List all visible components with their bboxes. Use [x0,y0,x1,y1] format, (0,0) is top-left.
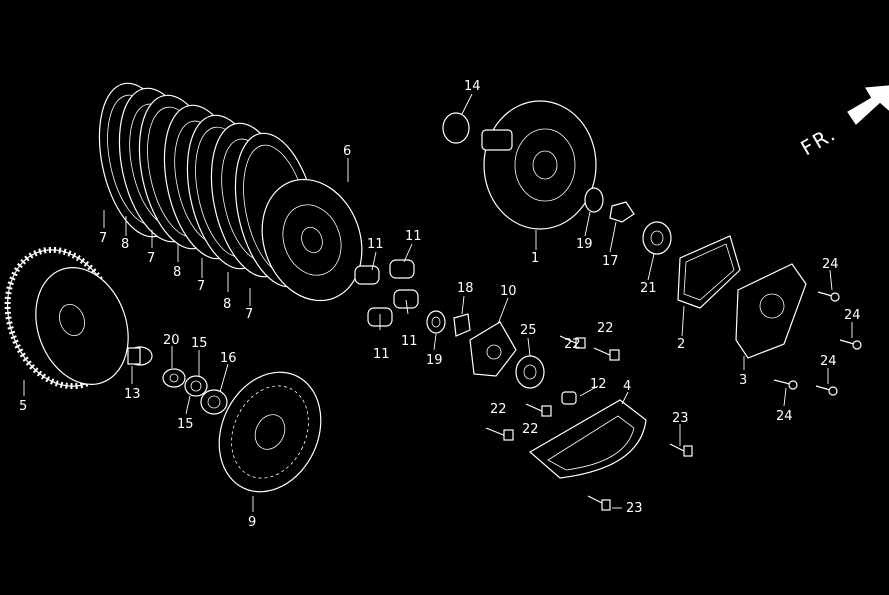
gasket-2 [677,235,741,309]
callout-22: 22 [522,422,539,437]
callout-8: 8 [173,265,181,280]
callout-22: 22 [564,337,581,352]
lock-plate-18 [453,313,471,337]
washer-15 [184,375,208,397]
callout-8: 8 [223,297,231,312]
callout-10: 10 [500,284,517,299]
callout-19: 19 [576,237,593,252]
washer-19b [584,187,604,213]
cover-3 [735,263,807,359]
callout-11: 11 [373,347,390,362]
callout-6: 6 [343,144,351,159]
gear-14 [442,112,470,144]
callout-12: 12 [590,377,607,392]
bolt-12 [561,391,577,405]
callout-17: 17 [602,254,619,269]
clutch-springs [354,259,419,327]
direction-label: FR. [797,121,841,160]
callout-22: 22 [597,321,614,336]
bolt-22a [559,335,586,349]
callout-9: 9 [248,515,256,530]
pressure-plate [261,178,363,302]
leader-lines [23,93,853,512]
screw-24c [773,379,798,390]
callout-3: 3 [739,373,747,388]
callout-16: 16 [220,351,237,366]
callout-24: 24 [776,409,793,424]
callout-15: 15 [177,417,194,432]
washer-19a [426,310,446,334]
bolt-23a [669,443,693,457]
callout-2: 2 [677,337,685,352]
callout-24: 24 [844,308,861,323]
callout-19: 19 [426,353,443,368]
callout-5: 5 [19,399,27,414]
callout-20: 20 [163,333,180,348]
clutch-basket [4,246,129,390]
callout-11: 11 [367,237,384,252]
collar-13 [127,346,153,366]
bolts [485,291,862,511]
clutch-housing-1 [481,100,597,230]
callout-7: 7 [147,251,155,266]
callout-7: 7 [245,307,253,322]
bolt-22c [485,427,514,441]
callout-14: 14 [464,79,481,94]
callout-11: 11 [401,334,418,349]
clutch-plate-stack [98,82,363,302]
washer-16 [200,389,228,415]
lifter-plate [469,321,517,377]
screw-24d [815,385,838,396]
screw-24a [817,291,840,302]
bolt-22b [593,347,620,361]
callout-7: 7 [197,279,205,294]
oil-seal-21 [642,221,672,255]
callout-18: 18 [457,281,474,296]
callout-22: 22 [490,402,507,417]
callout-1: 1 [531,251,539,266]
bolt-23b [587,495,611,511]
callout-labels: 7 8 7 8 7 8 7 6 5 13 20 15 15 16 9 14 1 … [19,79,861,530]
callout-15: 15 [191,336,208,351]
washer-20 [162,368,186,388]
callout-11: 11 [405,229,422,244]
callout-8: 8 [121,237,129,252]
cover-4 [528,399,647,479]
callout-4: 4 [623,379,631,394]
bearing-25 [515,355,545,389]
callout-7: 7 [99,231,107,246]
front-direction-arrow: FR. [797,85,889,160]
callout-23: 23 [626,501,643,516]
bolt-22d [525,403,552,417]
callout-21: 21 [640,281,657,296]
callout-23: 23 [672,411,689,426]
callout-24: 24 [820,354,837,369]
callout-24: 24 [822,257,839,272]
callout-13: 13 [124,387,141,402]
clutch-hub [218,371,322,493]
callout-25: 25 [520,323,537,338]
screw-24b [839,339,862,350]
lock-washer-17 [609,201,635,223]
